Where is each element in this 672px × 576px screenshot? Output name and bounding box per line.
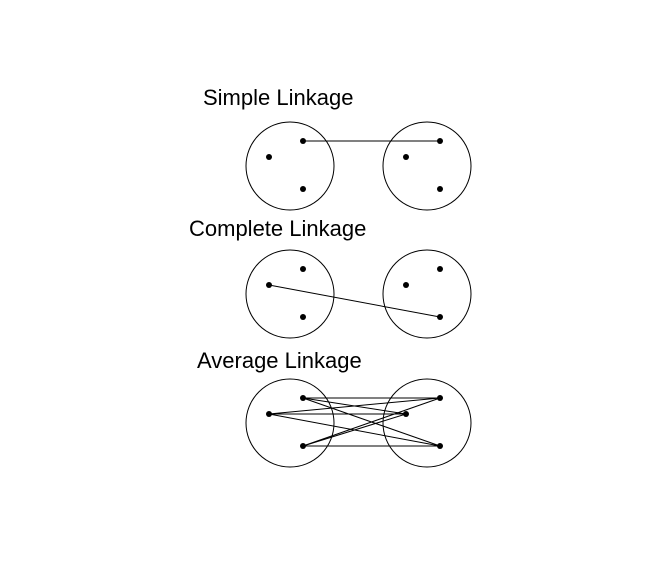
left-point-a [266, 282, 272, 288]
cluster-right-circle [382, 121, 472, 211]
average-linkage-points [266, 395, 443, 449]
cluster-left-circle [245, 249, 335, 339]
complete-linkage-points [266, 266, 443, 320]
left-point-c [300, 314, 306, 320]
right-point-b [403, 411, 409, 417]
left-point-a [266, 154, 272, 160]
right-point-a [437, 138, 443, 144]
linkage-line [268, 284, 441, 318]
panel-title-average-linkage: Average Linkage [197, 348, 362, 373]
linkage-line [302, 413, 407, 447]
linkage-line [302, 397, 407, 415]
right-point-c [437, 186, 443, 192]
right-point-a [437, 395, 443, 401]
cluster-left-circle [245, 121, 335, 211]
right-point-c [437, 443, 443, 449]
complete-linkage-lines [268, 284, 441, 318]
left-point-c [300, 443, 306, 449]
panel-title-complete-linkage: Complete Linkage [189, 216, 366, 241]
panel-complete-linkage: Complete Linkage [189, 216, 472, 339]
panel-simple-linkage: Simple Linkage [203, 85, 472, 211]
average-linkage-lines [268, 397, 441, 447]
right-point-c [437, 314, 443, 320]
left-point-a [266, 411, 272, 417]
simple-linkage-points [266, 138, 443, 192]
panel-average-linkage: Average Linkage [197, 348, 472, 468]
cluster-right-circle [382, 249, 472, 339]
left-point-c [300, 186, 306, 192]
cluster-left-circle [245, 378, 335, 468]
right-point-a [437, 266, 443, 272]
left-point-b [300, 266, 306, 272]
right-point-b [403, 154, 409, 160]
linkage-line [302, 397, 441, 447]
right-point-b [403, 282, 409, 288]
cluster-right-circle [382, 378, 472, 468]
left-point-b [300, 138, 306, 144]
panel-title-simple-linkage: Simple Linkage [203, 85, 353, 110]
left-point-b [300, 395, 306, 401]
